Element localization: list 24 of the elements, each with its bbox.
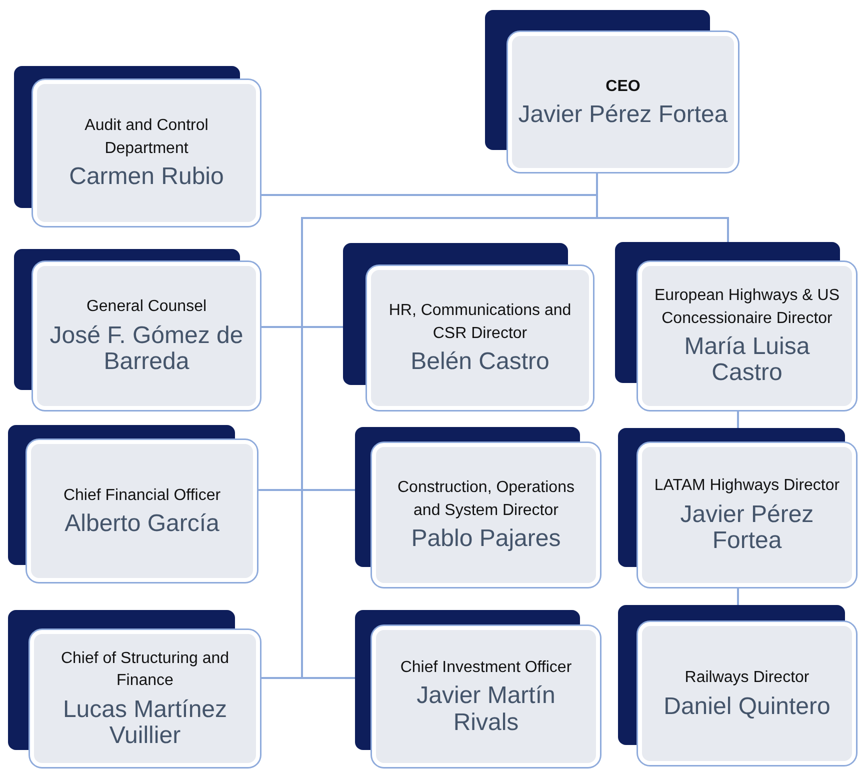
- job-title: General Counsel: [86, 297, 207, 318]
- job-title: LATAM Highways Director: [654, 476, 840, 496]
- person-name: Daniel Quintero: [664, 694, 830, 720]
- person-name: María Luisa Castro: [683, 334, 811, 387]
- person-name: José F. Gómez de Barreda: [48, 322, 244, 376]
- person-name: Javier Pérez Fortea: [679, 502, 815, 555]
- job-title: HR, Communications and CSR Director: [388, 301, 572, 344]
- person-name: Javier Pérez Fortea: [518, 102, 728, 128]
- connector-line: [737, 410, 739, 428]
- job-title: Audit and Control Department: [84, 116, 210, 159]
- job-title: CEO: [606, 76, 640, 97]
- person-name: Carmen Rubio: [69, 164, 224, 191]
- job-title: Chief of Structuring and Finance: [60, 648, 230, 692]
- person-name: Alberto García: [64, 511, 220, 538]
- person-name: Javier Martín Rivals: [416, 683, 556, 736]
- job-title: European Highways & US Concessionaire Director: [654, 286, 840, 329]
- job-title: Construction, Operations and System Director: [396, 478, 576, 521]
- person-name: Lucas Martínez Vuillier: [62, 696, 228, 750]
- job-title: Railways Director: [684, 668, 810, 688]
- job-title: Chief Investment Officer: [400, 658, 572, 678]
- connector-line: [737, 587, 739, 605]
- person-name: Belén Castro: [410, 349, 550, 376]
- job-title: Chief Financial Officer: [63, 486, 221, 506]
- person-name: Pablo Pajares: [411, 526, 561, 553]
